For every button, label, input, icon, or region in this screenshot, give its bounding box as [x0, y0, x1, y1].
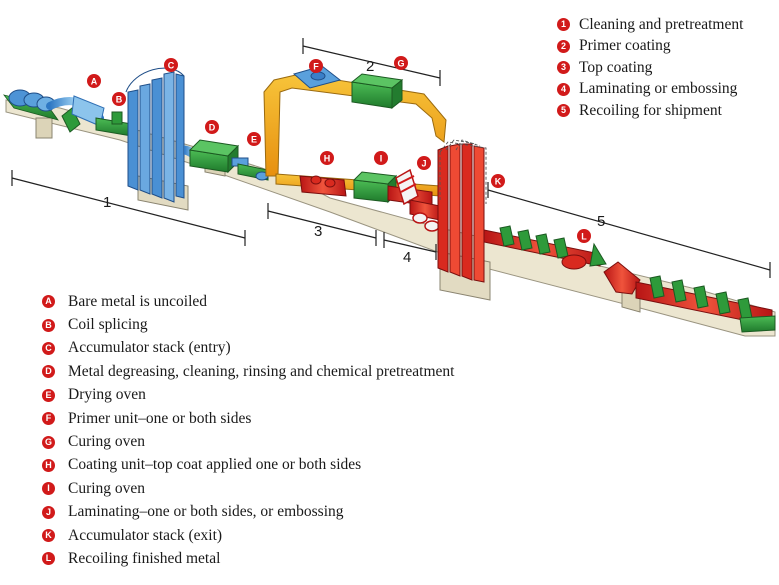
station-c-accumulator-entry — [125, 67, 185, 203]
section-legend-text: Primer coating — [579, 37, 671, 55]
number-badge: 4 — [557, 82, 570, 96]
station-legend-text: Bare metal is uncoiled — [68, 292, 208, 310]
station-legend-text: Curing oven — [68, 433, 146, 451]
station-legend-text: Curing oven — [68, 479, 146, 497]
station-legend-item: E Drying oven — [42, 384, 455, 407]
letter-badge: E — [42, 388, 55, 402]
station-legend-item: I Curing oven — [42, 477, 455, 500]
section-5-dimension — [487, 182, 771, 278]
station-legend-item: J Laminating–one or both sides, or emboss… — [42, 501, 455, 524]
section-3-label: 3 — [314, 223, 322, 240]
letter-badge: B — [42, 318, 55, 332]
section-legend-text: Cleaning and pretreatment — [579, 15, 744, 33]
letter-badge: H — [42, 458, 55, 472]
section-legend-item: 5 Recoiling for shipment — [557, 100, 743, 122]
letter-badge: C — [42, 341, 55, 355]
section-legend-text: Recoiling for shipment — [579, 101, 722, 119]
station-legend-text: Recoiling finished metal — [68, 549, 221, 567]
station-e-drying-oven — [237, 163, 269, 181]
svg-text:K: K — [495, 177, 502, 187]
number-badge: 1 — [557, 18, 570, 32]
section-4-dimension — [383, 232, 437, 260]
svg-text:D: D — [209, 123, 216, 133]
station-legend-item: G Curing oven — [42, 430, 455, 453]
section-legend-text: Laminating or embossing — [579, 80, 738, 98]
svg-text:A: A — [91, 77, 98, 87]
marker-a: A — [87, 74, 101, 88]
section-2-dimension — [302, 38, 441, 86]
section-legend-item: 3 Top coating — [557, 57, 743, 79]
letter-badge: K — [42, 529, 55, 543]
section-3-dimension — [267, 203, 377, 246]
section-legend: 1 Cleaning and pretreatment 2 Primer coati… — [557, 14, 743, 122]
station-legend-text: Primer unit–one or both sides — [68, 409, 252, 427]
svg-text:F: F — [313, 62, 319, 72]
station-legend-item: A Bare metal is uncoiled — [42, 290, 455, 313]
station-legend: A Bare metal is uncoiled B Coil splicing C… — [42, 290, 455, 571]
section-2-label: 2 — [366, 58, 374, 75]
marker-h: H — [320, 151, 334, 165]
number-badge: 2 — [557, 39, 570, 53]
svg-text:E: E — [251, 135, 257, 145]
svg-text:G: G — [397, 59, 404, 69]
section-1-dimension — [11, 170, 246, 246]
svg-text:J: J — [421, 159, 426, 169]
letter-badge: G — [42, 435, 55, 449]
svg-text:H: H — [324, 154, 331, 164]
station-legend-text: Metal degreasing, cleaning, rinsing and … — [68, 362, 455, 380]
letter-badge: D — [42, 365, 55, 379]
marker-k: K — [491, 174, 505, 188]
station-legend-item: B Coil splicing — [42, 313, 455, 336]
number-badge: 3 — [557, 61, 570, 75]
station-legend-text: Coating unit–top coat applied one or bot… — [68, 456, 362, 474]
marker-f: F — [309, 59, 323, 73]
section-1-label: 1 — [103, 194, 111, 211]
station-h-i-topcoat — [275, 168, 441, 207]
station-j-laminating — [409, 199, 441, 232]
svg-text:B: B — [116, 95, 123, 105]
station-legend-item: K Accumulator stack (exit) — [42, 524, 455, 547]
station-legend-text: Accumulator stack (exit) — [68, 526, 223, 544]
station-k-accumulator-exit — [437, 139, 487, 283]
station-legend-item: C Accumulator stack (entry) — [42, 337, 455, 360]
station-legend-item: F Primer unit–one or both sides — [42, 407, 455, 430]
number-badge: 5 — [557, 104, 570, 118]
station-legend-text: Drying oven — [68, 386, 146, 404]
letter-badge: A — [42, 295, 55, 309]
station-legend-item: L Recoiling finished metal — [42, 547, 455, 570]
section-4-label: 4 — [403, 249, 411, 266]
marker-c: C — [164, 58, 178, 72]
letter-badge: J — [42, 505, 55, 519]
marker-e: E — [247, 132, 261, 146]
marker-g: G — [394, 56, 408, 70]
letter-badge: I — [42, 482, 55, 496]
svg-text:C: C — [168, 61, 175, 71]
marker-l: L — [577, 229, 591, 243]
station-d-pretreatment — [188, 139, 249, 174]
marker-b: B — [112, 92, 126, 106]
section-5-label: 5 — [597, 213, 605, 230]
letter-badge: L — [42, 552, 55, 566]
marker-i: I — [374, 151, 388, 165]
station-legend-item: D Metal degreasing, cleaning, rinsing and… — [42, 360, 455, 383]
section-legend-item: 2 Primer coating — [557, 36, 743, 58]
station-legend-text: Coil splicing — [68, 316, 148, 334]
station-l-recoiler — [561, 242, 776, 333]
section-legend-item: 4 Laminating or embossing — [557, 79, 743, 101]
station-a-uncoiler — [2, 89, 81, 133]
marker-j: J — [417, 156, 431, 170]
section-legend-item: 1 Cleaning and pretreatment — [557, 14, 743, 36]
letter-badge: F — [42, 412, 55, 426]
section-legend-text: Top coating — [579, 58, 653, 76]
marker-d: D — [205, 120, 219, 134]
station-legend-text: Laminating–one or both sides, or embossi… — [68, 503, 344, 521]
station-f-g-primer-loop — [263, 65, 447, 177]
svg-text:L: L — [581, 232, 587, 242]
svg-text:I: I — [380, 154, 383, 164]
station-legend-item: H Coating unit–top coat applied one or bo… — [42, 454, 455, 477]
station-legend-text: Accumulator stack (entry) — [68, 339, 231, 357]
